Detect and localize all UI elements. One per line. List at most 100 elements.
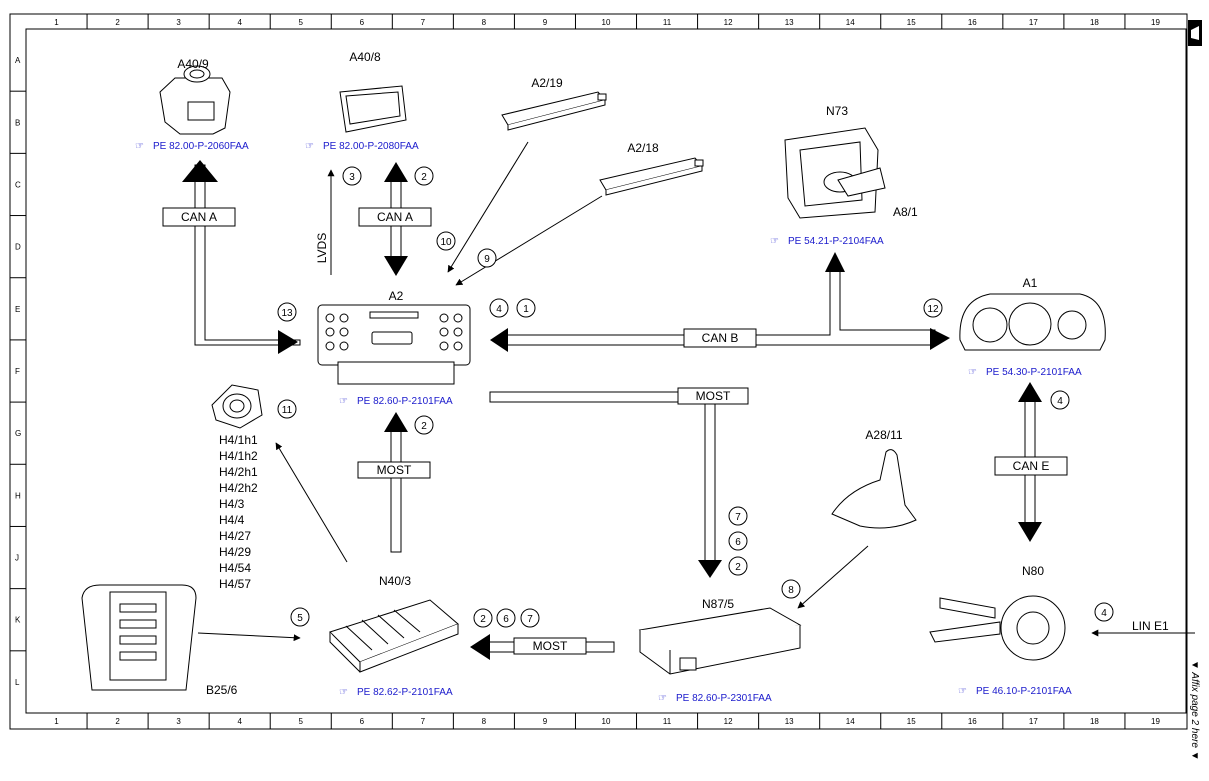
row-letter: L — [15, 678, 20, 687]
b25-6-link — [197, 632, 301, 642]
h4-list-item: H4/54 — [219, 561, 251, 575]
svg-text:4: 4 — [1057, 396, 1063, 407]
label-b25-6: B25/6 — [206, 683, 238, 697]
column-number: 17 — [1029, 717, 1038, 726]
n87-5-drawing — [638, 607, 802, 675]
column-number: 12 — [724, 18, 733, 27]
column-number: 2 — [115, 717, 120, 726]
column-number: 5 — [299, 18, 304, 27]
h4-component-list: H4/1h1H4/1h2H4/2h1H4/2h2H4/3H4/4H4/27H4/… — [219, 433, 258, 591]
svg-text:PE 54.30-P-2101FAA: PE 54.30-P-2101FAA — [986, 367, 1082, 378]
row-letter: C — [15, 180, 21, 189]
ref-link-a40-9[interactable]: ☞ PE 82.00-P-2060FAA — [135, 141, 249, 152]
svg-text:CAN A: CAN A — [377, 210, 413, 224]
column-number: 8 — [482, 717, 487, 726]
svg-text:4: 4 — [1101, 608, 1107, 619]
ref-link-a1[interactable]: ☞ PE 54.30-P-2101FAA — [968, 367, 1082, 378]
h4-list-item: H4/1h1 — [219, 433, 258, 447]
h4-list-item: H4/2h2 — [219, 481, 258, 495]
a2-drawing — [317, 304, 471, 385]
svg-text:13: 13 — [281, 308, 293, 319]
column-number: 1 — [54, 717, 59, 726]
label-a8-1: A8/1 — [893, 205, 918, 219]
column-number: 10 — [602, 18, 611, 27]
can-a-left-line — [194, 164, 301, 346]
h4-link — [275, 442, 348, 563]
column-number: 9 — [543, 18, 548, 27]
a2-18-drawing — [599, 157, 704, 196]
column-number: 16 — [968, 717, 977, 726]
svg-text:CAN E: CAN E — [1013, 459, 1050, 473]
column-number: 3 — [176, 717, 181, 726]
can-b-arrow-up — [825, 252, 845, 272]
svg-text:2: 2 — [421, 172, 427, 183]
circle-number-2: 2 — [414, 166, 434, 186]
h4-speaker-drawing — [211, 384, 263, 429]
can-a-center-arrow-bottom — [384, 256, 408, 276]
svg-text:5: 5 — [297, 613, 303, 624]
ref-link-a2[interactable]: ☞ PE 82.60-P-2101FAA — [339, 396, 453, 407]
column-number: 14 — [846, 717, 855, 726]
a2-18-link — [455, 195, 603, 286]
column-number: 18 — [1090, 717, 1099, 726]
svg-text:10: 10 — [440, 237, 452, 248]
svg-text:2: 2 — [735, 562, 741, 573]
column-number: 4 — [237, 18, 242, 27]
column-number: 7 — [421, 717, 426, 726]
ref-link-a40-8[interactable]: ☞ PE 82.00-P-2080FAA — [305, 141, 419, 152]
a40-8-drawing — [339, 85, 407, 133]
circle-number-10: 10 — [436, 231, 456, 251]
column-number: 18 — [1090, 18, 1099, 27]
ref-link-n73[interactable]: ☞ PE 54.21-P-2104FAA — [770, 236, 884, 247]
corner-marker-icon — [1188, 20, 1202, 46]
ref-link-n87-5[interactable]: ☞ PE 82.60-P-2301FAA — [658, 693, 772, 704]
column-number: 9 — [543, 717, 548, 726]
svg-text:PE 54.21-P-2104FAA: PE 54.21-P-2104FAA — [788, 236, 884, 247]
bus-label-can-a-center: CAN A — [358, 207, 432, 227]
label-a2: A2 — [389, 289, 404, 303]
bus-label-most-left: MOST — [513, 637, 587, 655]
row-letter: G — [15, 429, 21, 438]
circle-number-5: 5 — [290, 607, 310, 627]
can-a-left-arrow-top — [182, 160, 218, 182]
most-to-n87-line — [489, 391, 716, 566]
can-b-arrow-right — [930, 328, 950, 350]
bus-label-lvds: LVDS — [315, 233, 329, 263]
h4-list-item: H4/4 — [219, 513, 245, 527]
ref-link-n40-3[interactable]: ☞ PE 82.62-P-2101FAA — [339, 687, 453, 698]
n40-3-drawing — [329, 599, 459, 673]
bus-label-lin-e1: LIN E1 — [1132, 619, 1169, 633]
column-number: 1 — [54, 18, 59, 27]
column-number: 6 — [360, 18, 365, 27]
bus-label-most-up: MOST — [357, 461, 431, 479]
a40-9-drawing — [159, 65, 231, 135]
circle-number-6: 6 — [728, 531, 748, 551]
column-number: 14 — [846, 18, 855, 27]
svg-text:3: 3 — [349, 172, 355, 183]
svg-text:PE 82.60-P-2301FAA: PE 82.60-P-2301FAA — [676, 693, 772, 704]
circle-number-7: 7 — [728, 506, 748, 526]
circle-number-4: 4 — [1050, 390, 1070, 410]
svg-text:12: 12 — [927, 304, 939, 315]
hand-icon: ☞ — [968, 367, 977, 378]
hand-icon: ☞ — [135, 141, 144, 152]
column-number: 3 — [176, 18, 181, 27]
label-a2-19: A2/19 — [531, 76, 563, 90]
circle-number-7: 7 — [520, 608, 540, 628]
svg-text:CAN A: CAN A — [181, 210, 217, 224]
column-number: 13 — [785, 18, 794, 27]
n80-drawing — [929, 595, 1066, 661]
row-letter: J — [15, 554, 19, 563]
svg-text:6: 6 — [503, 614, 509, 625]
ref-link-n80[interactable]: ☞ PE 46.10-P-2101FAA — [958, 686, 1072, 697]
affix-page-note: ▼ Affix page 2 here ▼ — [1189, 660, 1200, 761]
most-left-arrow — [470, 634, 490, 660]
column-number: 17 — [1029, 18, 1038, 27]
bus-label-can-e: CAN E — [994, 456, 1068, 476]
outer-frame — [9, 13, 1188, 730]
svg-text:MOST: MOST — [696, 389, 731, 403]
column-number: 19 — [1151, 18, 1160, 27]
row-letter: H — [15, 491, 21, 500]
